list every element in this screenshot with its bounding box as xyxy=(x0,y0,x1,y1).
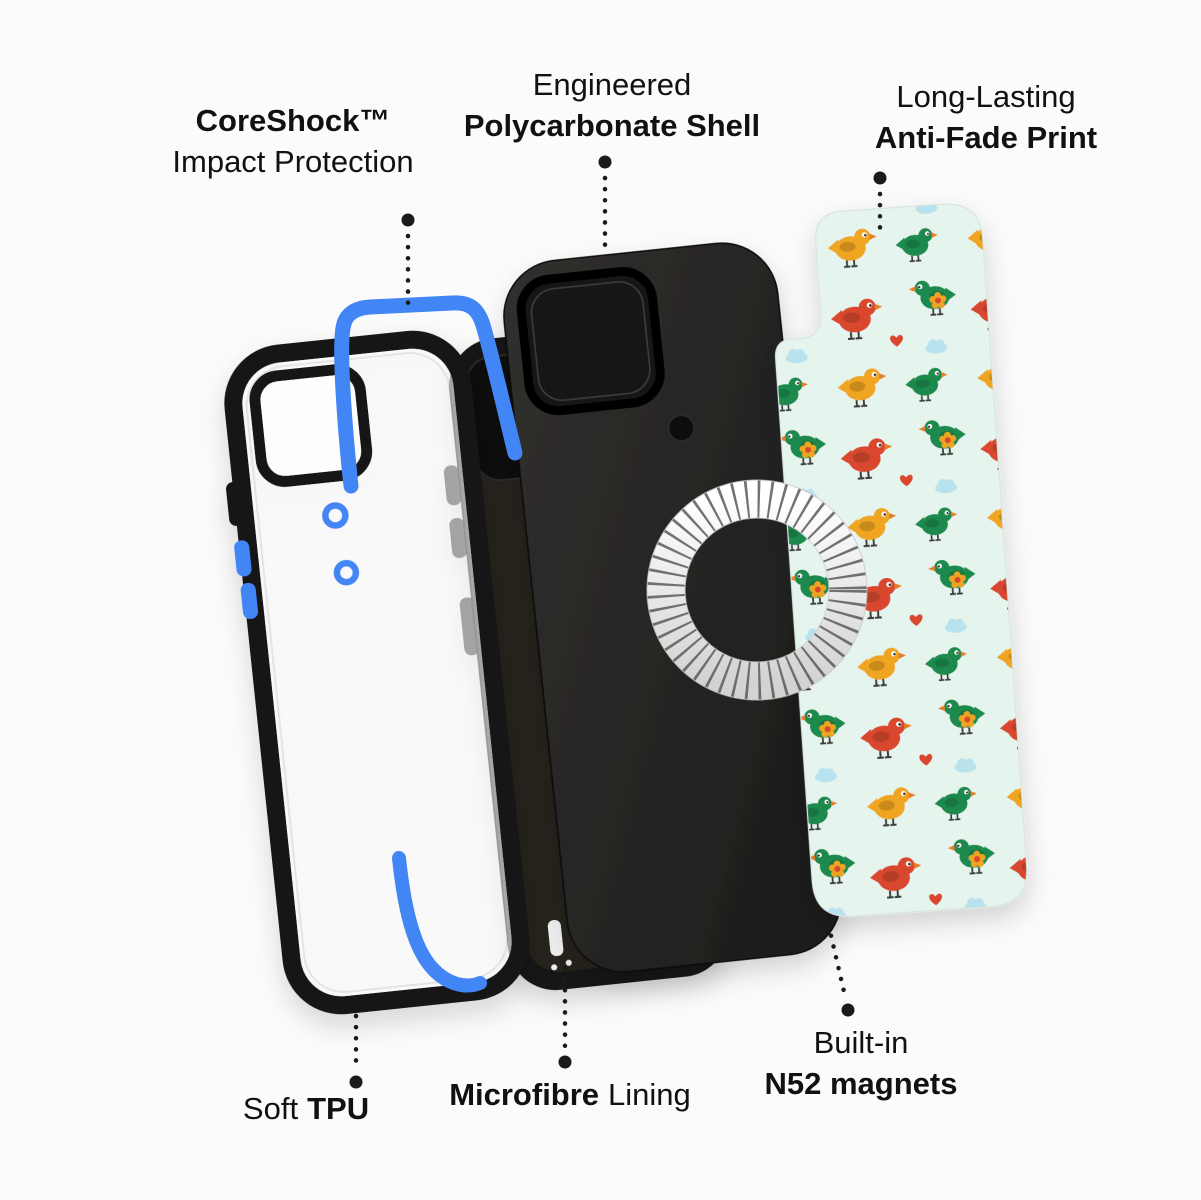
magnet-ring-segments xyxy=(647,480,867,700)
annotation-magnets-title: Built-in xyxy=(813,1025,909,1060)
blue-accent-ring xyxy=(333,559,360,586)
leader-dot-coreshock xyxy=(401,213,415,227)
flash-hole xyxy=(667,414,696,443)
speaker-dot xyxy=(551,964,558,971)
leader-dot-print xyxy=(873,171,887,185)
annotation-magnets-subtitle: N52 magnets xyxy=(764,1066,958,1101)
magsafe-magnet-ring xyxy=(646,479,868,701)
annotation-coreshock-title: CoreShock™ xyxy=(195,103,391,138)
clear-back-panel xyxy=(233,339,521,1006)
leader-dot-shell xyxy=(598,155,612,169)
annotation-magnets: Built-in N52 magnets xyxy=(765,1022,958,1104)
leader-dot-microfibre xyxy=(558,1055,572,1069)
annotation-soft-tpu: Soft TPU xyxy=(243,1088,369,1129)
annotation-polycarbonate: Engineered Polycarbonate Shell xyxy=(464,64,760,146)
magnet-ring-inner-edge xyxy=(684,517,830,663)
annotation-antifade-subtitle: Anti-Fade Print xyxy=(874,120,1098,155)
annotation-polycarbonate-title: Engineered xyxy=(532,67,692,102)
annotation-soft-tpu-bold: TPU xyxy=(307,1091,370,1126)
leader-lines xyxy=(349,155,887,1089)
volume-button-blue xyxy=(240,582,258,619)
annotation-microfibre: Microfibre Lining xyxy=(449,1074,691,1115)
magnet-ring-outer-edge xyxy=(646,479,868,701)
annotation-microfibre-bold: Microfibre xyxy=(449,1077,600,1112)
camera-cutout xyxy=(516,267,665,416)
port-detail xyxy=(547,920,564,957)
coreshock-corner-rail-top xyxy=(334,295,523,494)
camera-cutout-highlight xyxy=(530,281,651,402)
annotation-coreshock: CoreShock™ Impact Protection xyxy=(172,100,413,182)
printed-backplate-layer xyxy=(775,203,1028,917)
backplate-print xyxy=(775,203,1028,917)
blue-accent-ring xyxy=(322,502,349,529)
leader-line-magnets xyxy=(823,911,848,999)
annotation-polycarbonate-subtitle: Polycarbonate Shell xyxy=(463,108,761,143)
annotation-coreshock-subtitle: Impact Protection xyxy=(172,144,414,179)
annotation-antifade: Long-Lasting Anti-Fade Print xyxy=(875,76,1097,158)
annotation-microfibre-regular: Lining xyxy=(608,1077,691,1112)
leader-dot-tpu xyxy=(349,1075,363,1089)
annotation-soft-tpu-regular: Soft xyxy=(242,1091,299,1126)
coreshock-corner-rail-bottom xyxy=(392,851,487,993)
volume-button-blue xyxy=(234,540,252,577)
leader-dot-magnets xyxy=(841,1003,855,1017)
annotation-antifade-title: Long-Lasting xyxy=(896,79,1076,114)
speaker-dot xyxy=(565,959,572,966)
mute-button xyxy=(226,481,246,526)
